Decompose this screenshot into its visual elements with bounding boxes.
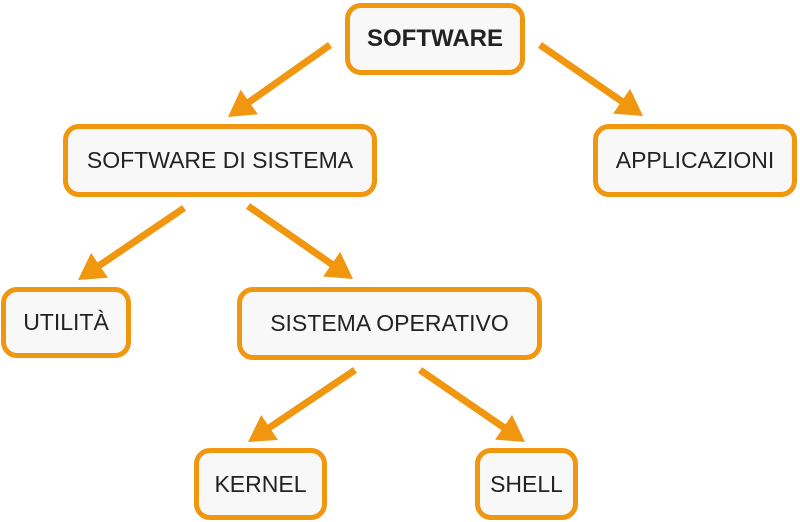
node-kernel: KERNEL xyxy=(194,448,327,520)
node-kernel-label: KERNEL xyxy=(214,470,307,497)
arrowhead-software-to-applications xyxy=(613,88,643,116)
arrow-operating_system-to-shell xyxy=(418,367,508,432)
arrow-operating_system-to-kernel xyxy=(265,367,357,432)
arrow-software-to-system_software xyxy=(245,42,333,107)
node-system-software: SOFTWARE DI SISTEMA xyxy=(63,124,377,197)
arrow-system_software-to-operating_system xyxy=(246,203,336,269)
arrow-system_software-to-utilities xyxy=(95,205,186,270)
node-utilities: UTILITÀ xyxy=(1,287,131,358)
node-shell-label: SHELL xyxy=(490,470,563,497)
node-applications-label: APPLICAZIONI xyxy=(615,147,775,173)
arrow-software-to-applications xyxy=(538,42,626,106)
node-applications: APPLICAZIONI xyxy=(593,124,797,197)
arrowhead-system_software-to-operating_system xyxy=(323,251,353,279)
node-software-label: SOFTWARE xyxy=(367,25,503,52)
arrowhead-system_software-to-utilities xyxy=(78,252,108,280)
arrowhead-operating_system-to-shell xyxy=(495,414,525,442)
arrow-group xyxy=(78,42,643,442)
node-operating-system-label: SISTEMA OPERATIVO xyxy=(270,310,509,336)
node-system-software-label: SOFTWARE DI SISTEMA xyxy=(86,147,354,173)
node-operating-system: SISTEMA OPERATIVO xyxy=(237,287,542,360)
arrowhead-software-to-system_software xyxy=(228,89,258,117)
node-utilities-label: UTILITÀ xyxy=(23,309,109,335)
node-software: SOFTWARE xyxy=(345,3,525,75)
node-shell: SHELL xyxy=(475,448,578,520)
arrowhead-operating_system-to-kernel xyxy=(248,415,278,442)
